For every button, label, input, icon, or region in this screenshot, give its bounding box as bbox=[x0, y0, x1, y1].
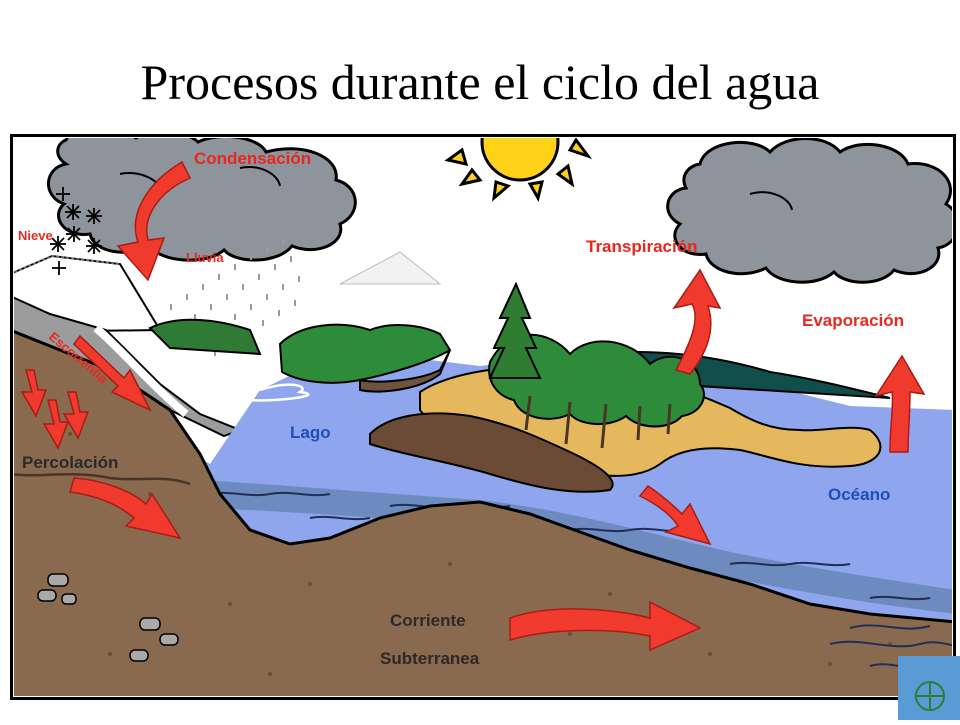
soil-flow-arrow-icon bbox=[69, 477, 182, 540]
slide-title: Procesos durante el ciclo del agua bbox=[140, 54, 820, 110]
process-arrows bbox=[20, 160, 926, 652]
percolation-arrow-2-icon bbox=[62, 391, 90, 440]
transpiration-arrow-icon bbox=[672, 268, 722, 375]
corner-badge bbox=[898, 656, 960, 720]
label-nieve: Nieve bbox=[18, 228, 53, 243]
diagram-border bbox=[10, 134, 956, 700]
evaporation-arrow-icon bbox=[874, 354, 926, 453]
label-subterranea: Subterranea bbox=[380, 649, 480, 668]
snowflakes bbox=[50, 187, 102, 275]
label-condensacion: Condensación bbox=[194, 149, 311, 168]
condensation-arrow-icon bbox=[116, 160, 192, 282]
cloud-right bbox=[666, 138, 952, 284]
island-flow-arrow-icon bbox=[638, 484, 712, 546]
far-shore-forest bbox=[278, 323, 452, 393]
island-forest bbox=[488, 281, 705, 449]
label-corriente: Corriente bbox=[390, 611, 466, 630]
snowflake-icon bbox=[56, 187, 70, 201]
underground-soil bbox=[14, 329, 952, 696]
label-transpiracion: Transpiración bbox=[586, 237, 697, 256]
snow-mountain bbox=[14, 254, 162, 333]
label-oceano: Océano bbox=[828, 485, 890, 504]
snowflake-icon bbox=[66, 226, 82, 242]
label-evaporacion: Evaporación bbox=[802, 311, 904, 330]
cloud-left bbox=[47, 138, 357, 262]
percolation-arrow-1-icon bbox=[20, 369, 48, 418]
snowflake-icon bbox=[50, 236, 66, 252]
snowflake-icon bbox=[52, 261, 66, 275]
snowflake-icon bbox=[86, 208, 102, 224]
sun-icon bbox=[444, 138, 593, 202]
label-percolacion: Percolación bbox=[22, 453, 118, 472]
snowflake-icon bbox=[86, 238, 102, 254]
snowflake-icon bbox=[65, 204, 81, 220]
water-cycle-diagram: Condensación Nieve Lluvia Transpiración … bbox=[10, 134, 956, 700]
distant-mountain bbox=[339, 251, 442, 285]
globe-icon bbox=[915, 681, 945, 711]
percolation-arrow-3-icon bbox=[42, 399, 70, 450]
label-lluvia: Lluvia bbox=[186, 250, 224, 265]
runoff-arrow-icon bbox=[73, 334, 152, 412]
label-lago: Lago bbox=[290, 423, 331, 442]
groundwater-arrow-icon bbox=[509, 600, 702, 652]
